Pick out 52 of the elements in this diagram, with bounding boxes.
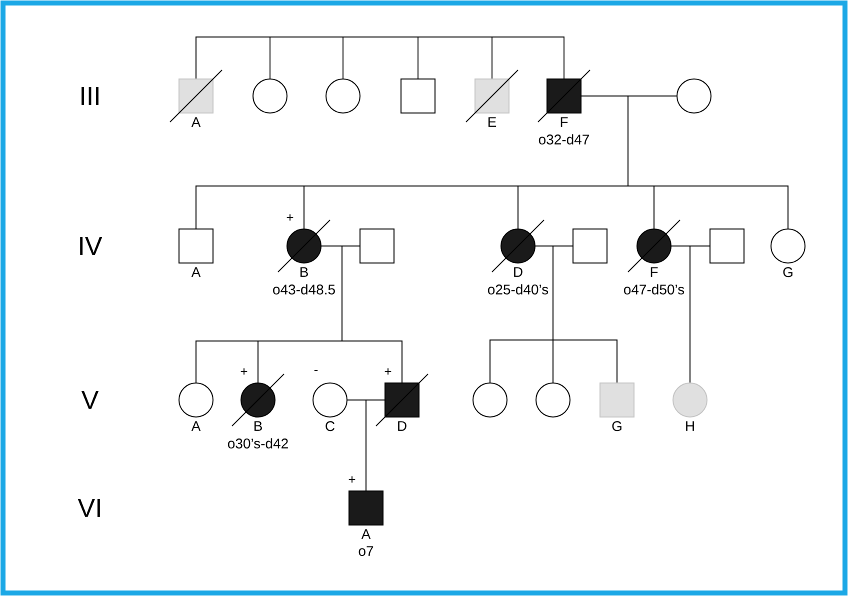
pedigree-circle bbox=[472, 382, 508, 418]
pedigree-circle bbox=[252, 78, 288, 114]
person-label: A bbox=[191, 267, 201, 277]
pedigree-line bbox=[366, 400, 385, 491]
person-label: o25-d40’s bbox=[488, 284, 548, 294]
person-label: o30’s-d42 bbox=[228, 438, 288, 448]
pedigree-square bbox=[710, 228, 744, 264]
pedigree-square bbox=[348, 490, 384, 526]
person-label: o7 bbox=[358, 546, 374, 556]
status-sign: - bbox=[314, 370, 318, 372]
pedigree-circle bbox=[312, 382, 348, 418]
pedigree-circle bbox=[770, 228, 806, 264]
person-label: o32-d47 bbox=[538, 134, 589, 144]
pedigree-square bbox=[360, 228, 394, 264]
status-sign: + bbox=[348, 476, 356, 483]
person-label: D bbox=[398, 421, 406, 431]
status-sign: + bbox=[286, 214, 294, 221]
pedigree-square bbox=[400, 78, 436, 114]
pedigree-circle bbox=[676, 78, 712, 114]
person-label: C bbox=[326, 421, 335, 432]
person-label: F bbox=[650, 267, 658, 277]
status-sign: + bbox=[384, 368, 392, 375]
person-label: F bbox=[560, 117, 568, 127]
pedigree-square bbox=[178, 228, 214, 264]
pedigree-line bbox=[552, 246, 618, 383]
person-label: G bbox=[783, 267, 792, 278]
person-label: A bbox=[191, 117, 201, 127]
person-label: H bbox=[686, 421, 694, 431]
pedigree-circle bbox=[536, 382, 570, 418]
pedigree-circle bbox=[326, 78, 360, 114]
person-label: B bbox=[254, 421, 262, 431]
generation-label: V bbox=[81, 391, 99, 409]
pedigree-line bbox=[690, 246, 710, 383]
person-label: B bbox=[300, 267, 308, 277]
person-label: G bbox=[612, 421, 622, 432]
person-label: o43-d48.5 bbox=[273, 284, 335, 294]
generation-label: IV bbox=[80, 237, 102, 255]
person-label: o47-d50’s bbox=[624, 284, 684, 294]
pedigree-line bbox=[196, 36, 564, 79]
person-label: A bbox=[191, 421, 201, 431]
status-sign: + bbox=[240, 368, 248, 375]
generation-label: III bbox=[82, 87, 98, 105]
pedigree-circle bbox=[672, 382, 708, 418]
person-label: D bbox=[514, 267, 522, 277]
pedigree-square bbox=[600, 382, 634, 418]
pedigree-circle bbox=[178, 382, 214, 418]
person-label: A bbox=[361, 529, 371, 539]
person-label: E bbox=[488, 117, 496, 127]
generation-label: VI bbox=[78, 499, 100, 517]
pedigree-square bbox=[572, 228, 608, 264]
pedigree-line bbox=[628, 96, 788, 229]
pedigree-line bbox=[342, 246, 402, 383]
